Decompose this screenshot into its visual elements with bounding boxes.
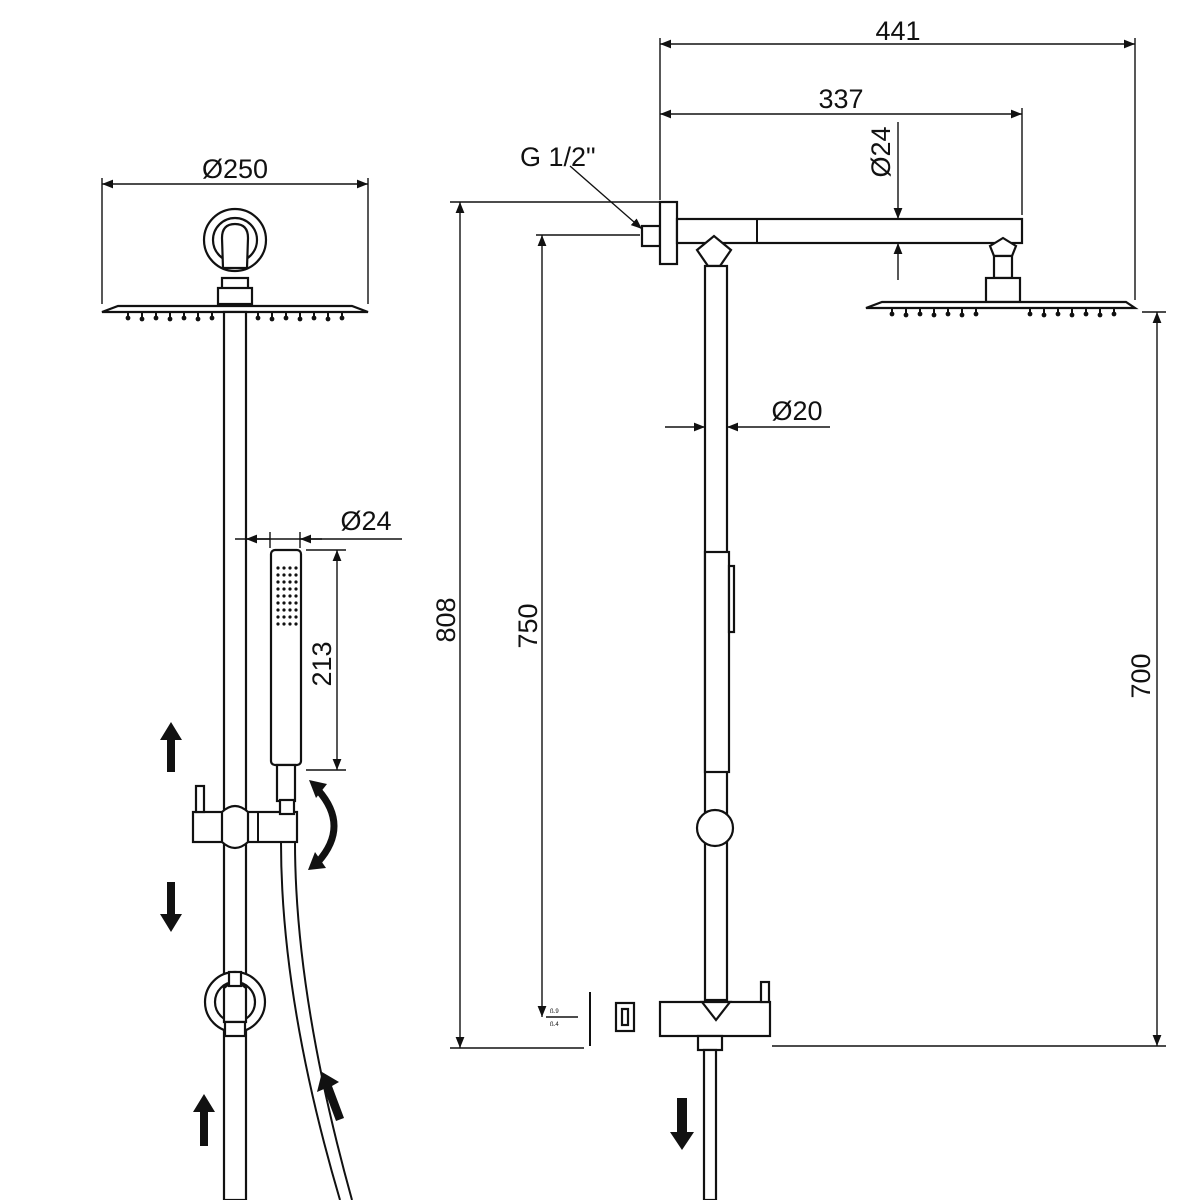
mark-lower: ß.4 [550,1022,559,1028]
dim-overall-width: 441 [875,16,920,46]
label-connection-thread: G 1/2" [520,142,596,172]
dim-head-diameter: Ø250 [202,154,268,184]
front-view: Ø250 Ø24 [101,154,402,1200]
dim-head-height: 700 [1126,653,1156,698]
dim-hand-diameter: Ø24 [340,506,391,536]
mark-upper: ß.9 [550,1009,559,1015]
dim-arm-length: 337 [818,84,863,114]
side-view: 441 337 Ø24 G 1/2" [431,16,1166,1200]
dim-rail-diameter: Ø20 [771,396,822,426]
dim-overall-height: 808 [431,597,461,642]
dim-hand-length: 213 [307,641,337,686]
dim-arm-diameter: Ø24 [866,126,896,177]
dim-rail-height: 750 [513,603,543,648]
